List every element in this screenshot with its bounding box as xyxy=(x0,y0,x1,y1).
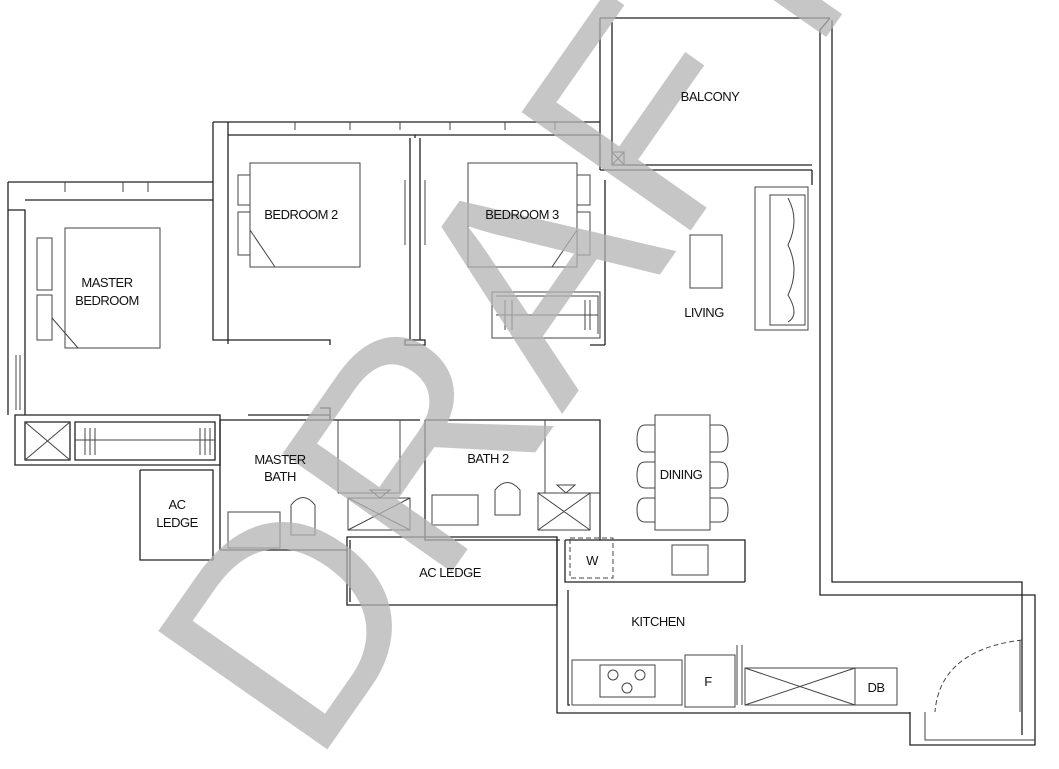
label-dining: DINING xyxy=(660,467,703,482)
label-fridge: F xyxy=(704,674,712,689)
label-master-bedroom-line2: BEDROOM xyxy=(75,293,139,308)
label-master-bath-line2: BATH xyxy=(264,469,296,484)
label-balcony: BALCONY xyxy=(681,89,740,104)
label-bath-2: BATH 2 xyxy=(467,451,509,466)
label-master-bath-line1: MASTER xyxy=(254,452,305,467)
label-ac-ledge-small-line2: LEDGE xyxy=(156,515,198,530)
label-bedroom-2: BEDROOM 2 xyxy=(264,207,338,222)
label-living: LIVING xyxy=(684,305,724,320)
label-washer: W xyxy=(586,553,599,568)
label-kitchen: KITCHEN xyxy=(631,614,685,629)
label-bedroom-3: BEDROOM 3 xyxy=(485,207,559,222)
label-master-bedroom-line1: MASTER xyxy=(81,275,132,290)
walls xyxy=(7,17,1036,746)
draft-watermark: DRAFT xyxy=(90,0,939,769)
label-ac-ledge-large: AC LEDGE xyxy=(419,565,482,580)
label-db: DB xyxy=(867,680,884,695)
label-ac-ledge-small-line1: AC xyxy=(168,497,185,512)
